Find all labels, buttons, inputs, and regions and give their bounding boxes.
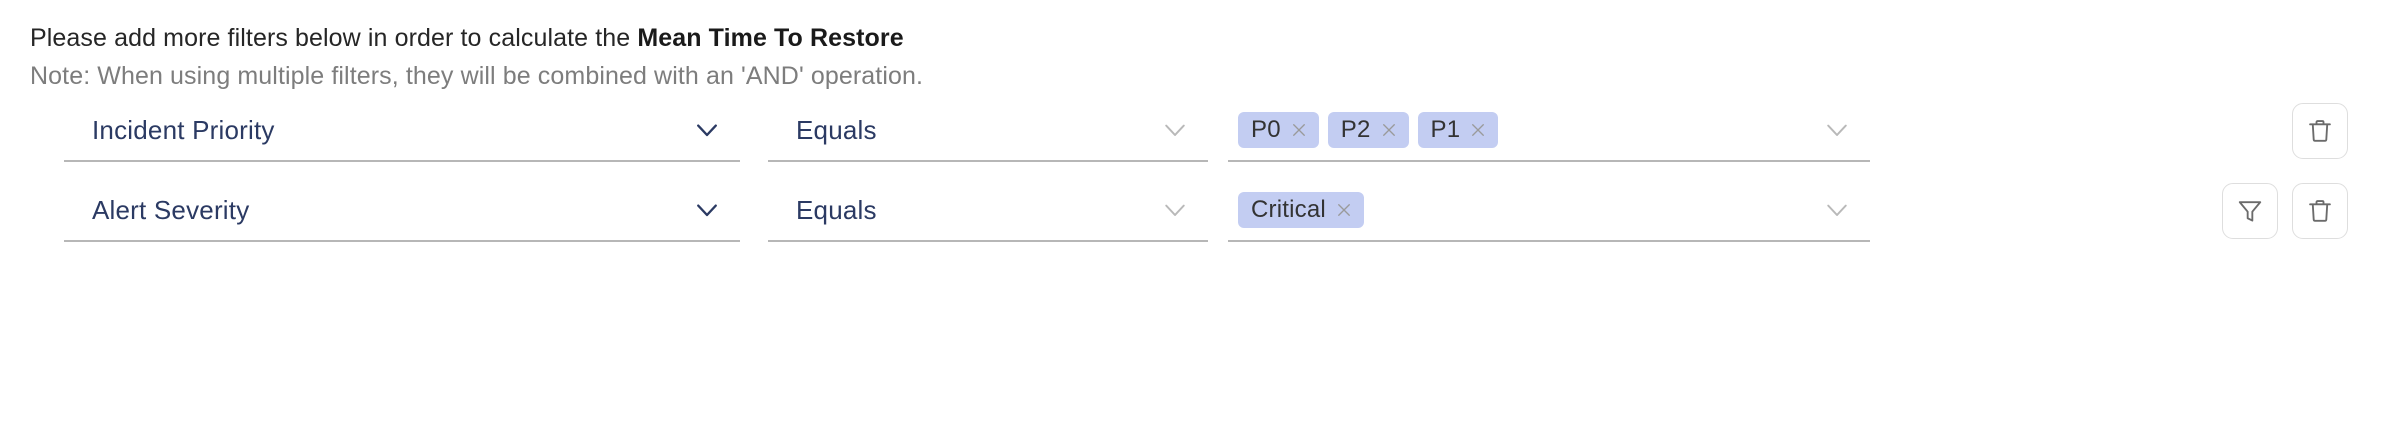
filter-attribute-select[interactable]: Alert Severity — [64, 180, 740, 242]
chevron-down-icon[interactable] — [692, 115, 722, 145]
filter-row: Alert Severity Equals Critical — [0, 180, 2408, 260]
filter-attribute-value: Incident Priority — [92, 114, 275, 145]
filter-value-chip-label: P1 — [1430, 115, 1461, 143]
close-icon[interactable] — [1290, 121, 1308, 139]
chevron-down-icon[interactable] — [1822, 115, 1852, 145]
filter-operator-select[interactable]: Equals — [768, 180, 1208, 242]
filter-operator-select[interactable]: Equals — [768, 100, 1208, 162]
delete-filter-button[interactable] — [2292, 103, 2348, 159]
filter-value-multiselect[interactable]: P0 P2 P1 — [1228, 100, 1870, 162]
chevron-down-icon[interactable] — [692, 195, 722, 225]
funnel-icon — [2236, 197, 2264, 225]
page-title-metric: Mean Time To Restore — [637, 24, 904, 52]
filter-attribute-select[interactable]: Incident Priority — [64, 100, 740, 162]
delete-filter-button[interactable] — [2292, 183, 2348, 239]
chevron-down-icon[interactable] — [1160, 115, 1190, 145]
chevron-down-icon[interactable] — [1822, 195, 1852, 225]
filter-value-multiselect[interactable]: Critical — [1228, 180, 1870, 242]
filter-operator-value: Equals — [796, 114, 877, 145]
filter-value-chip[interactable]: Critical — [1238, 192, 1364, 228]
page-title-normal: Please add more filters below in order t… — [30, 24, 638, 52]
filter-row-actions — [2292, 100, 2408, 162]
filter-row-actions — [2222, 180, 2408, 242]
filter-value-chip-list: Critical — [1238, 192, 1822, 228]
filter-value-chip-label: P2 — [1340, 115, 1371, 143]
trash-icon — [2306, 117, 2334, 145]
filter-value-chip[interactable]: P2 — [1327, 112, 1409, 148]
page-title: Please add more filters below in order t… — [30, 22, 904, 54]
close-icon[interactable] — [1469, 121, 1487, 139]
filter-value-chip-label: Critical — [1251, 195, 1326, 223]
trash-icon — [2306, 197, 2334, 225]
filter-row: Incident Priority Equals P0 P2 P1 — [0, 100, 2408, 180]
filter-value-chip[interactable]: P0 — [1238, 112, 1319, 148]
filter-value-chip-list: P0 P2 P1 — [1238, 112, 1822, 148]
filter-value-chip-label: P0 — [1251, 115, 1281, 143]
filter-note: Note: When using multiple filters, they … — [30, 62, 924, 90]
add-filter-button[interactable] — [2222, 183, 2278, 239]
close-icon[interactable] — [1335, 201, 1353, 219]
chevron-down-icon[interactable] — [1160, 195, 1190, 225]
filter-value-chip[interactable]: P1 — [1417, 112, 1499, 148]
filter-operator-value: Equals — [796, 194, 877, 225]
filter-attribute-value: Alert Severity — [92, 194, 250, 225]
close-icon[interactable] — [1380, 121, 1398, 139]
